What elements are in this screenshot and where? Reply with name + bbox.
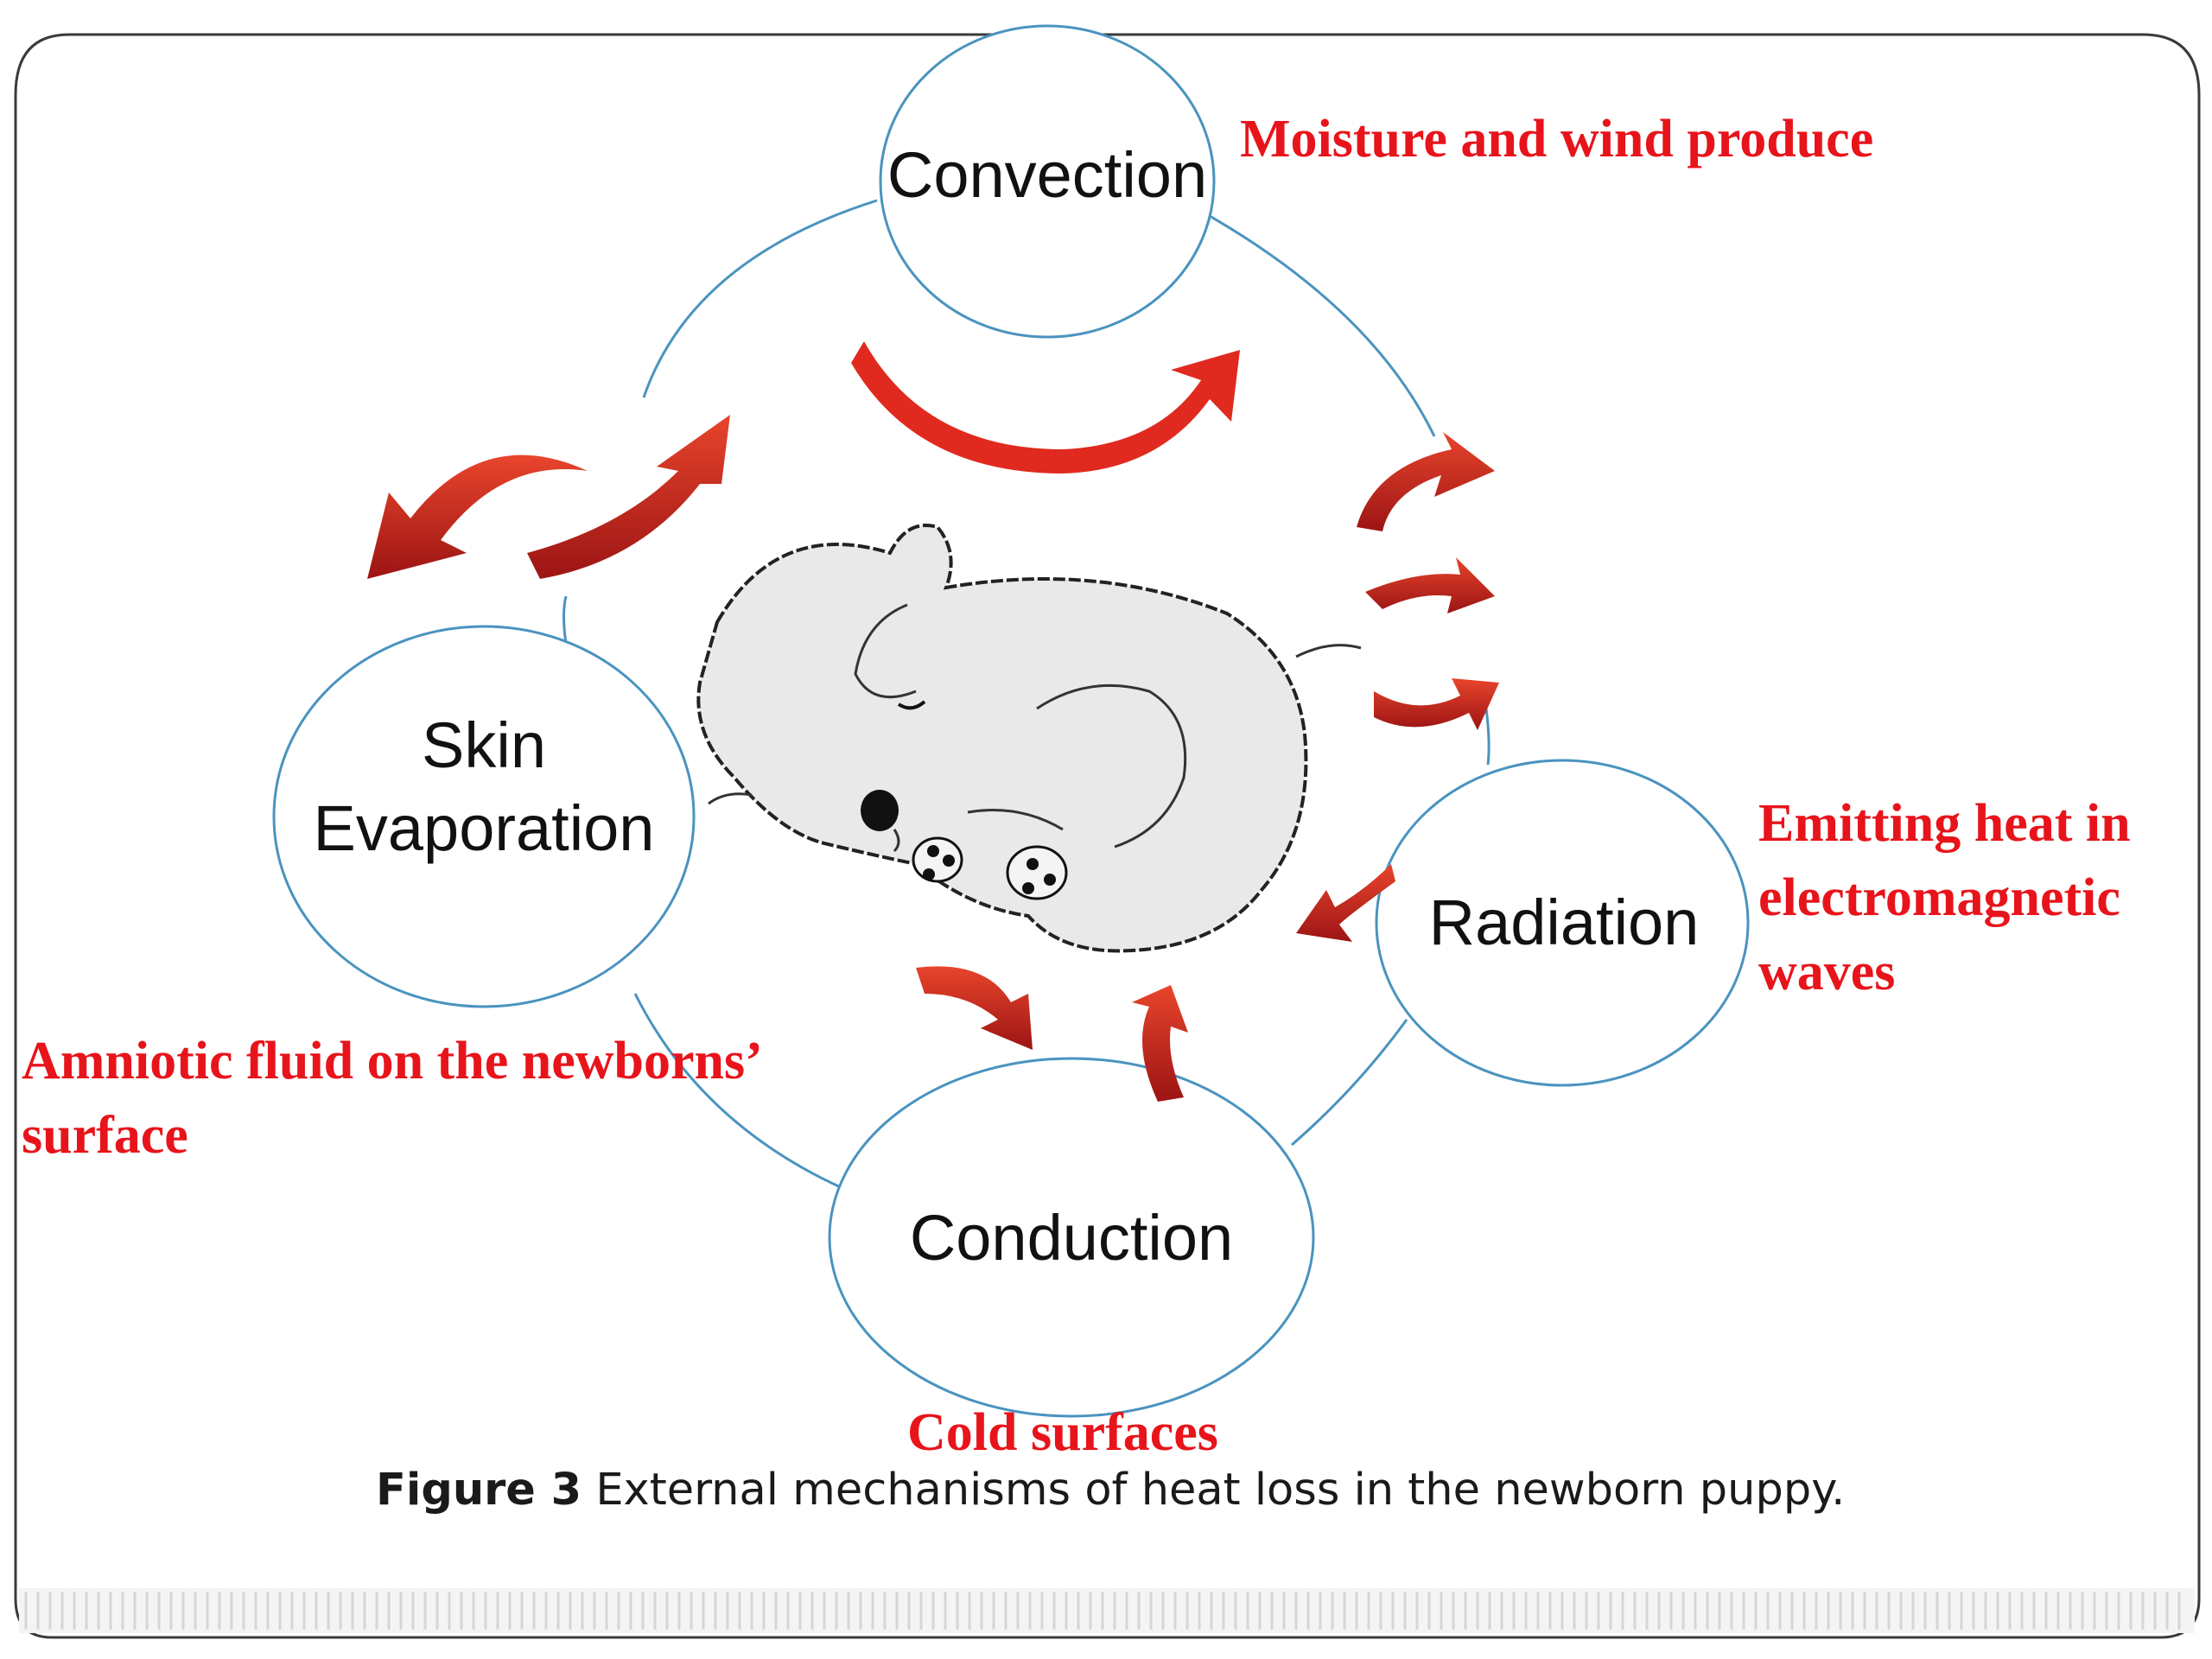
figure-caption: Figure 3 External mechanisms of heat los…: [376, 1456, 1862, 1525]
slide-footer-band: [19, 1588, 2195, 1633]
figure-caption-label: Figure 3: [376, 1465, 582, 1516]
radiation-annotation-line3: waves: [1758, 935, 2131, 1009]
radiation-annotation-line2: electromagnetic: [1758, 861, 2131, 935]
radiation-label: Radiation: [1391, 881, 1737, 964]
evaporation-annotation: Amniotic fluid on the newborns’ surface: [22, 1024, 763, 1173]
radiation-annotation: Emitting heat in electromagnetic waves: [1758, 786, 2131, 1009]
evaporation-annotation-line2: surface: [22, 1098, 763, 1173]
evaporation-annotation-line1: Amniotic fluid on the newborns’: [22, 1024, 763, 1098]
convection-label: Convection: [874, 134, 1220, 217]
skin-evaporation-line1: Skin: [311, 704, 657, 787]
puppy-nose: [861, 790, 899, 831]
convection-annotation: Moisture and wind produce: [1240, 102, 1873, 176]
figure-caption-text: External mechanisms of heat loss in the …: [582, 1465, 1845, 1516]
skin-evaporation-label: Skin Evaporation: [311, 704, 657, 870]
radiation-annotation-line1: Emitting heat in: [1758, 786, 2131, 861]
sleeping-puppy-illustration: [698, 525, 1361, 951]
skin-evaporation-line2: Evaporation: [311, 787, 657, 870]
conduction-label: Conduction: [899, 1197, 1244, 1280]
